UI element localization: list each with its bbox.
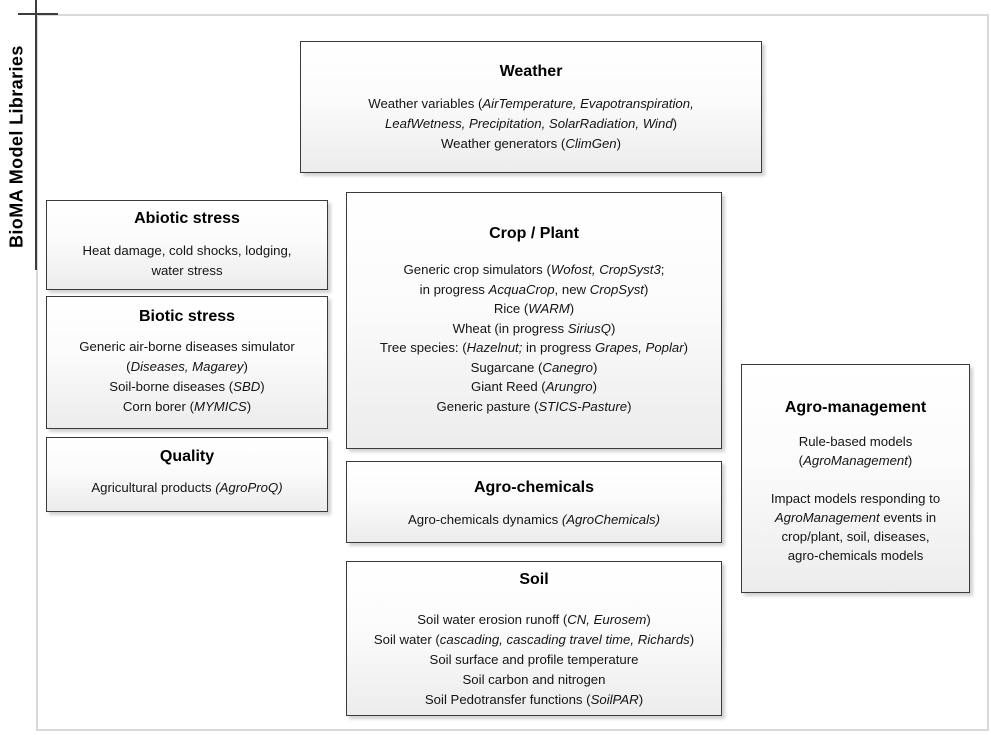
- text-line: Wheat (in progress SiriusQ): [452, 320, 616, 336]
- text-line: LeafWetness, Precipitation, SolarRadiati…: [384, 116, 678, 131]
- axis-tick-vertical: [35, 0, 37, 270]
- box-weather: Weather Weather variables (AirTemperatur…: [300, 41, 762, 173]
- text-line: Rule-based models: [798, 434, 913, 449]
- text-line: Soil Pedotransfer functions (SoilPAR): [424, 692, 644, 707]
- text-line: Agro-chemicals dynamics (AgroChemicals): [407, 512, 661, 527]
- text-line: Generic air-borne diseases simulator: [79, 339, 295, 354]
- text-line: (Diseases, Magarey): [126, 359, 248, 374]
- axis-tick-horizontal: [18, 13, 58, 15]
- box-body: Generic crop simulators (Wofost, CropSys…: [347, 260, 721, 416]
- text-line: Soil carbon and nitrogen: [462, 672, 606, 687]
- box-body: Heat damage, cold shocks, lodging, water …: [47, 241, 327, 281]
- box-body: Rule-based models (AgroManagement) Impact …: [742, 432, 969, 565]
- text-line: Impact models responding to: [770, 491, 941, 506]
- box-abiotic-stress: Abiotic stress Heat damage, cold shocks,…: [46, 200, 328, 290]
- text-line: [742, 470, 969, 489]
- text-line: Soil-borne diseases (SBD): [109, 379, 265, 394]
- text-line: Giant Reed (Arungro): [470, 379, 598, 394]
- box-body: Generic air-borne diseases simulator (Dis…: [47, 337, 327, 417]
- text-line: Soil surface and profile temperature: [429, 652, 639, 667]
- box-body: Weather variables (AirTemperature, Evapo…: [301, 94, 761, 154]
- box-title: Abiotic stress: [134, 210, 240, 227]
- text-line: Tree species: (Hazelnut; in progress Gra…: [379, 340, 689, 355]
- side-label: BioMA Model Libraries: [6, 45, 27, 249]
- text-line: water stress: [151, 263, 223, 278]
- text-line: in progress AcquaCrop, new CropSyst): [419, 281, 649, 297]
- box-title: Soil: [519, 571, 549, 588]
- box-body: Agricultural products (AgroProQ): [47, 478, 327, 498]
- box-body: Soil water erosion runoff (CN, Eurosem) S…: [347, 610, 721, 710]
- box-biotic-stress: Biotic stress Generic air-borne diseases…: [46, 296, 328, 429]
- text-line: Rice (WARM): [493, 301, 575, 316]
- box-soil: Soil Soil water erosion runoff (CN, Euro…: [346, 561, 722, 716]
- text-line: Soil water (cascading, cascading travel …: [373, 632, 695, 647]
- text-line: agro-chemicals models: [787, 548, 924, 563]
- box-crop-plant: Crop / Plant Generic crop simulators (Wo…: [346, 192, 722, 449]
- text-line: Generic pasture (STICS-Pasture): [436, 398, 632, 414]
- box-agro-chemicals: Agro-chemicals Agro-chemicals dynamics (…: [346, 461, 722, 543]
- text-line: (AgroManagement): [798, 453, 913, 468]
- text-line: Corn borer (MYMICS): [122, 399, 252, 414]
- box-title: Quality: [159, 448, 215, 465]
- text-line: Generic crop simulators (Wofost, CropSys…: [403, 262, 665, 277]
- box-quality: Quality Agricultural products (AgroProQ): [46, 437, 328, 512]
- text-line: Sugarcane (Canegro): [470, 359, 598, 375]
- box-title: Weather: [499, 63, 563, 80]
- box-title: Agro-chemicals: [473, 479, 595, 496]
- text-line: Heat damage, cold shocks, lodging,: [82, 243, 292, 258]
- text-line: Agricultural products (AgroProQ): [91, 480, 283, 495]
- box-title: Agro-management: [784, 399, 927, 416]
- box-body: Agro-chemicals dynamics (AgroChemicals): [347, 510, 721, 530]
- text-line: Weather generators (ClimGen): [440, 136, 622, 151]
- text-line: crop/plant, soil, diseases,: [781, 529, 930, 544]
- text-line: AgroManagement events in: [774, 510, 937, 525]
- box-agro-management: Agro-management Rule-based models (AgroMa…: [741, 364, 970, 593]
- text-line: Weather variables (AirTemperature, Evapo…: [368, 96, 694, 111]
- box-title: Biotic stress: [138, 308, 236, 325]
- box-title: Crop / Plant: [489, 225, 579, 242]
- outer-frame: [36, 14, 989, 731]
- text-line: Soil water erosion runoff (CN, Eurosem): [417, 612, 651, 627]
